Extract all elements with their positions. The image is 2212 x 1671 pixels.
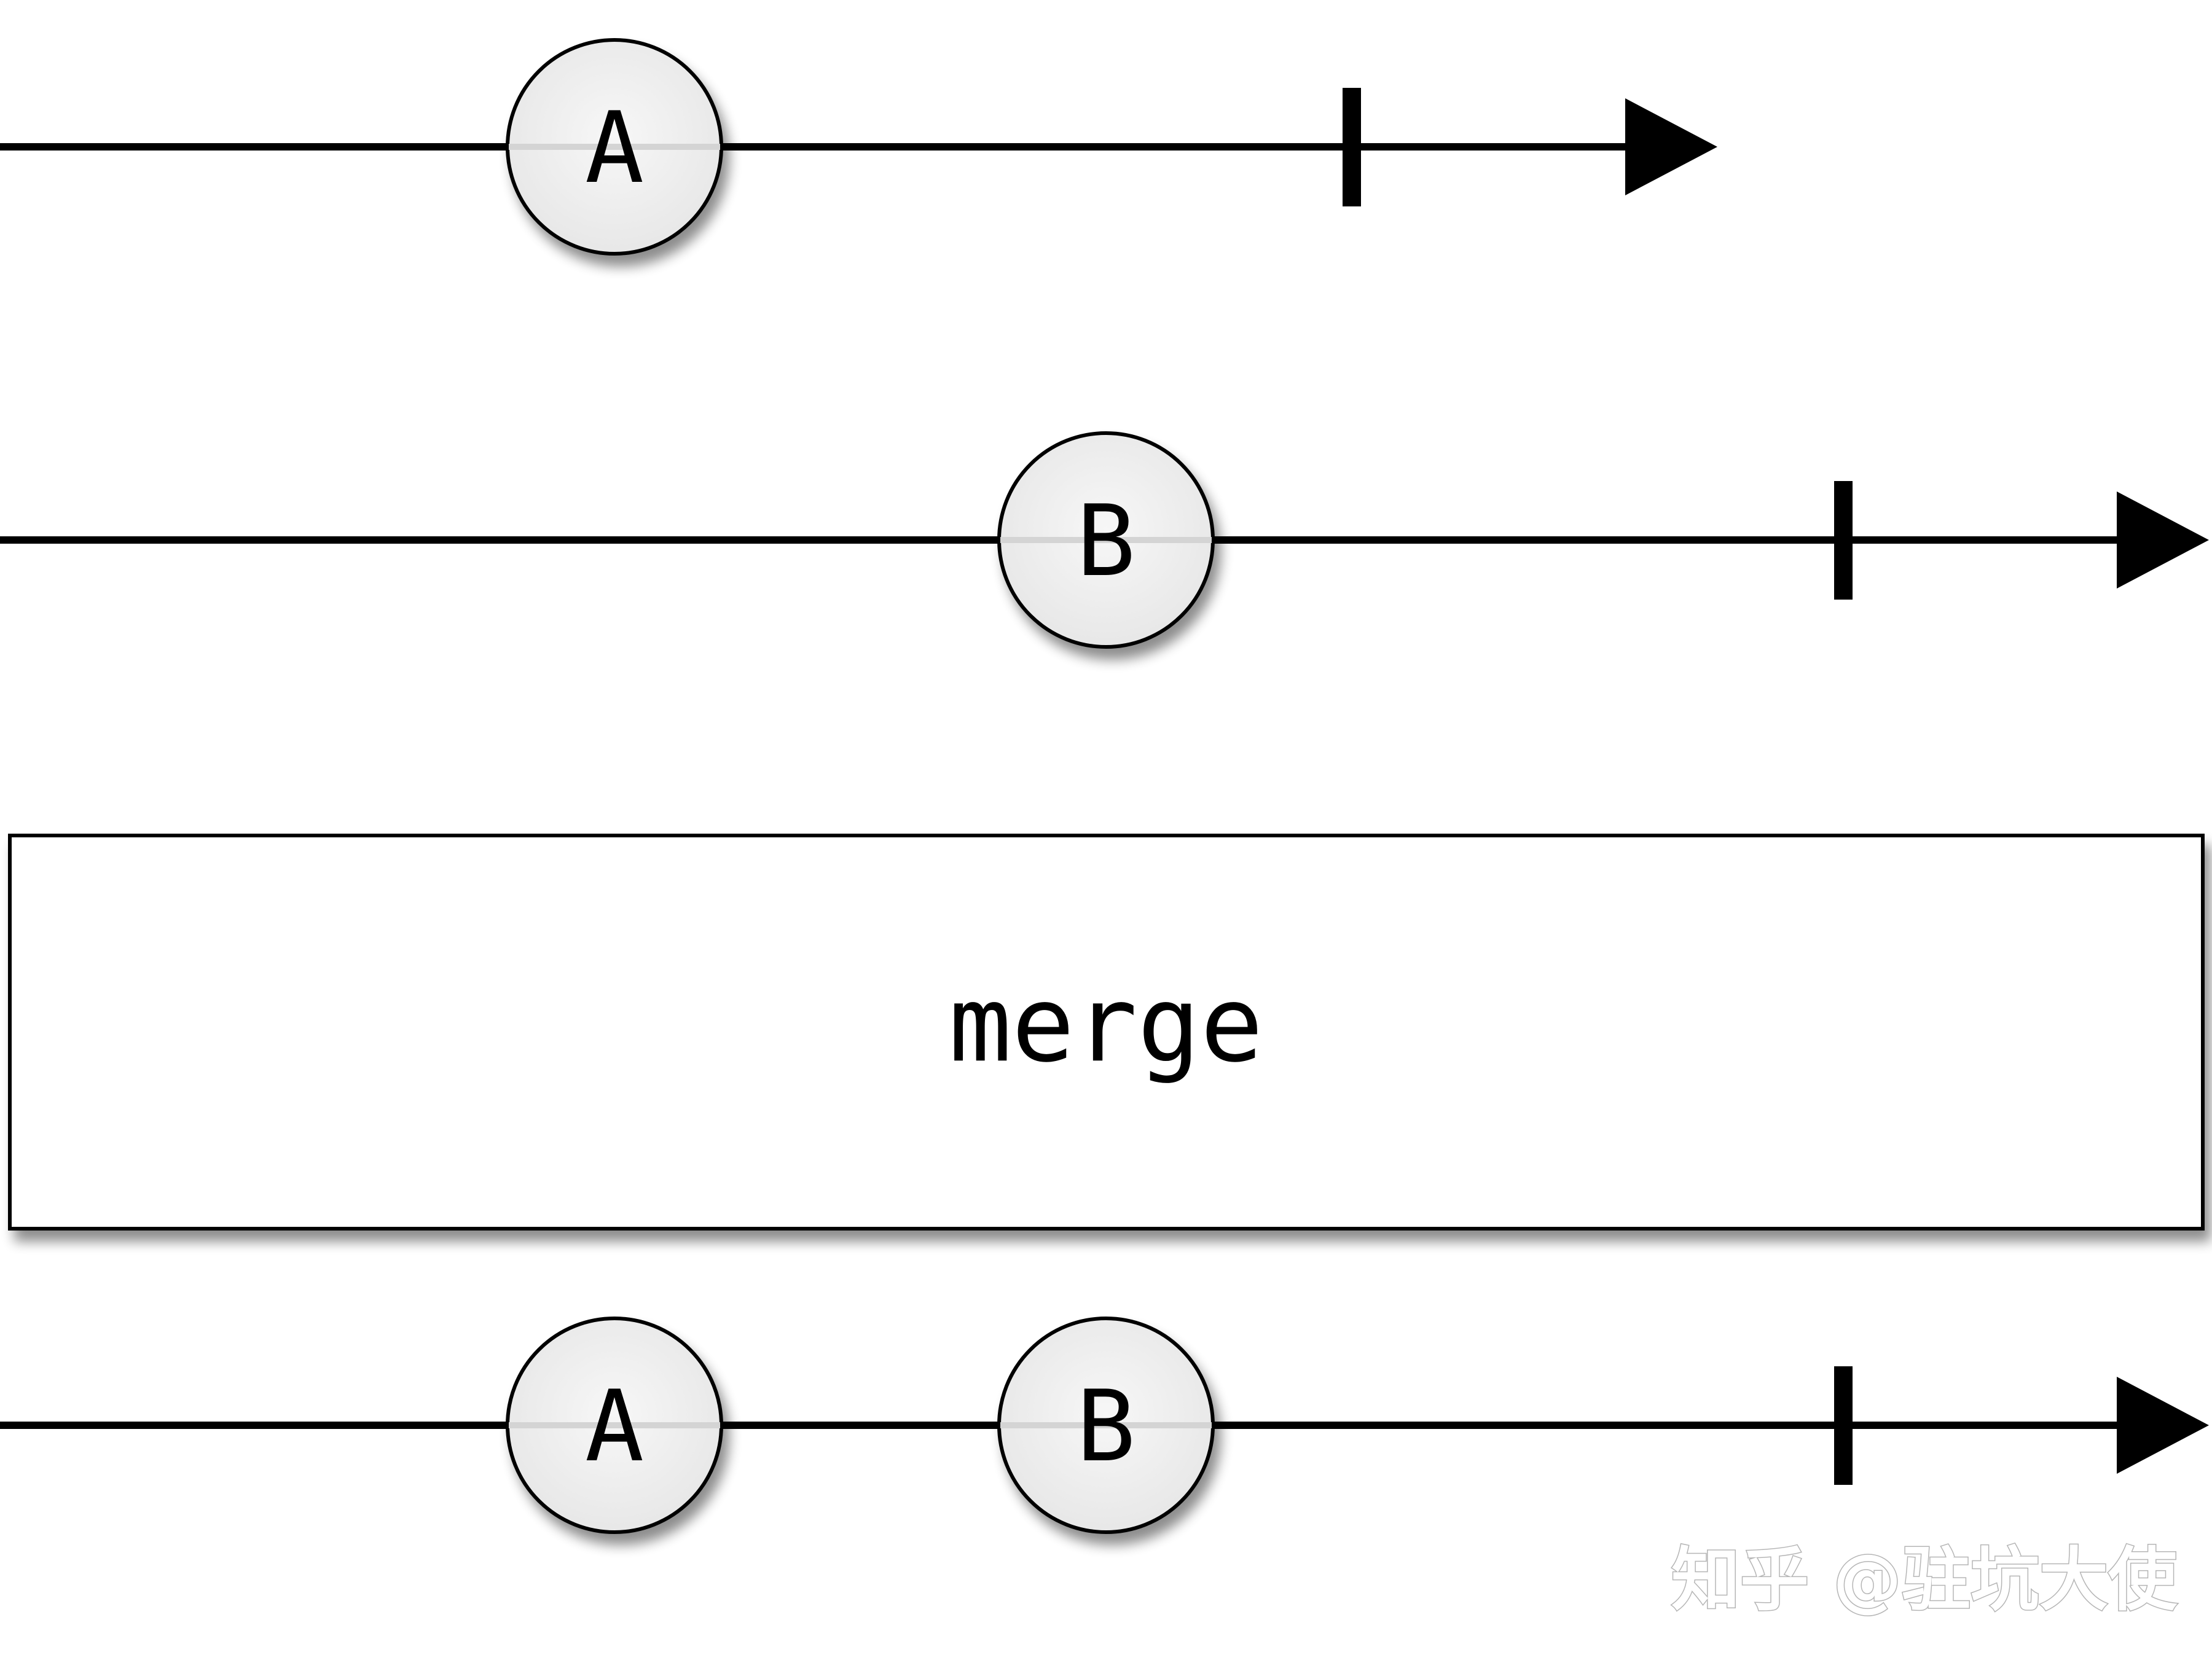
- marble-label: A: [585, 90, 644, 205]
- completion-tick: [1834, 1366, 1853, 1485]
- input-stream-a: A: [0, 38, 1717, 256]
- completion-tick: [1343, 88, 1361, 206]
- marble-label: B: [1077, 1369, 1135, 1484]
- operator-label: merge: [949, 964, 1263, 1086]
- arrowhead-icon: [1625, 98, 1717, 195]
- operator-box: merge: [8, 834, 2205, 1231]
- watermark: 知乎 @驻坑大使: [1671, 1540, 2178, 1620]
- output-stream: A B: [0, 1317, 2209, 1534]
- input-stream-b: B: [0, 431, 2209, 649]
- arrowhead-icon: [2117, 491, 2209, 589]
- marble-label: B: [1077, 483, 1135, 598]
- marble-label: A: [585, 1369, 644, 1484]
- completion-tick: [1834, 481, 1853, 600]
- arrowhead-icon: [2117, 1377, 2209, 1474]
